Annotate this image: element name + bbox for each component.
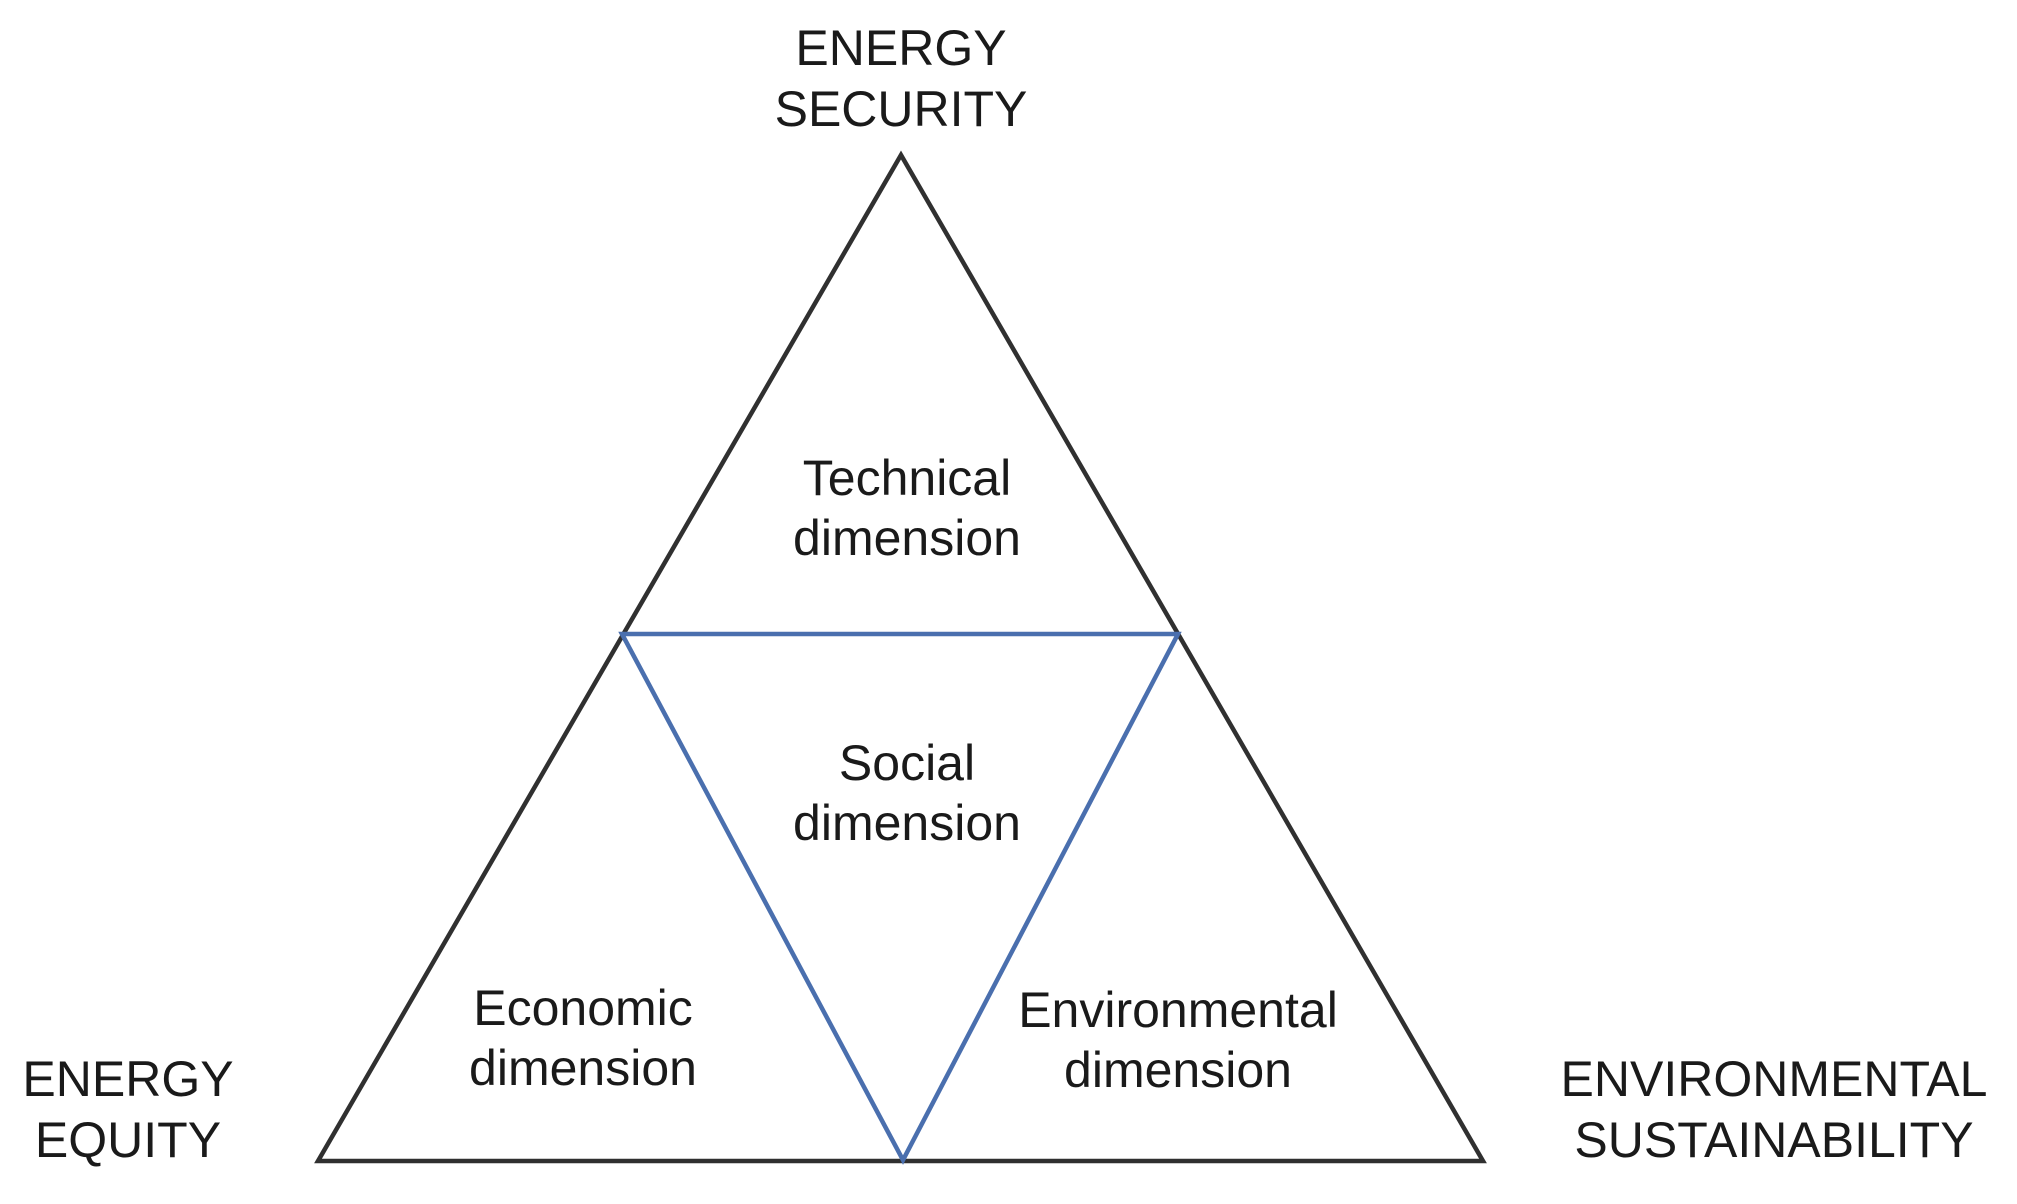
vertex-label-energy-security: ENERGY SECURITY	[775, 18, 1028, 140]
outer-triangle	[314, 150, 1487, 1164]
region-label-line: dimension	[793, 795, 1021, 851]
region-label-line: dimension	[1064, 1042, 1292, 1098]
region-label-line: Environmental	[1018, 982, 1338, 1038]
vertex-label-energy-equity: ENERGY EQUITY	[22, 1049, 233, 1171]
region-label-line: dimension	[793, 510, 1021, 566]
region-label-social-dimension: Social dimension	[793, 733, 1021, 853]
vertex-label-line: ENERGY	[22, 1051, 234, 1107]
region-label-technical-dimension: Technical dimension	[793, 448, 1021, 568]
inner-inverted-triangle	[618, 631, 1182, 1165]
region-label-line: Economic	[473, 980, 693, 1036]
vertex-label-line: ENERGY	[795, 20, 1007, 76]
vertex-label-line: SECURITY	[774, 81, 1028, 137]
region-label-line: Technical	[802, 450, 1012, 506]
vertex-label-line: EQUITY	[34, 1112, 222, 1168]
vertex-label-line: ENVIRONMENTAL	[1560, 1051, 1988, 1107]
region-label-line: Social	[838, 735, 976, 791]
vertex-label-environmental-sustainability: ENVIRONMENTAL SUSTAINABILITY	[1561, 1049, 1988, 1171]
vertex-label-line: SUSTAINABILITY	[1574, 1112, 1974, 1168]
region-label-line: dimension	[469, 1040, 697, 1096]
region-label-environmental-dimension: Environmental dimension	[1018, 980, 1338, 1100]
region-label-economic-dimension: Economic dimension	[469, 978, 697, 1098]
